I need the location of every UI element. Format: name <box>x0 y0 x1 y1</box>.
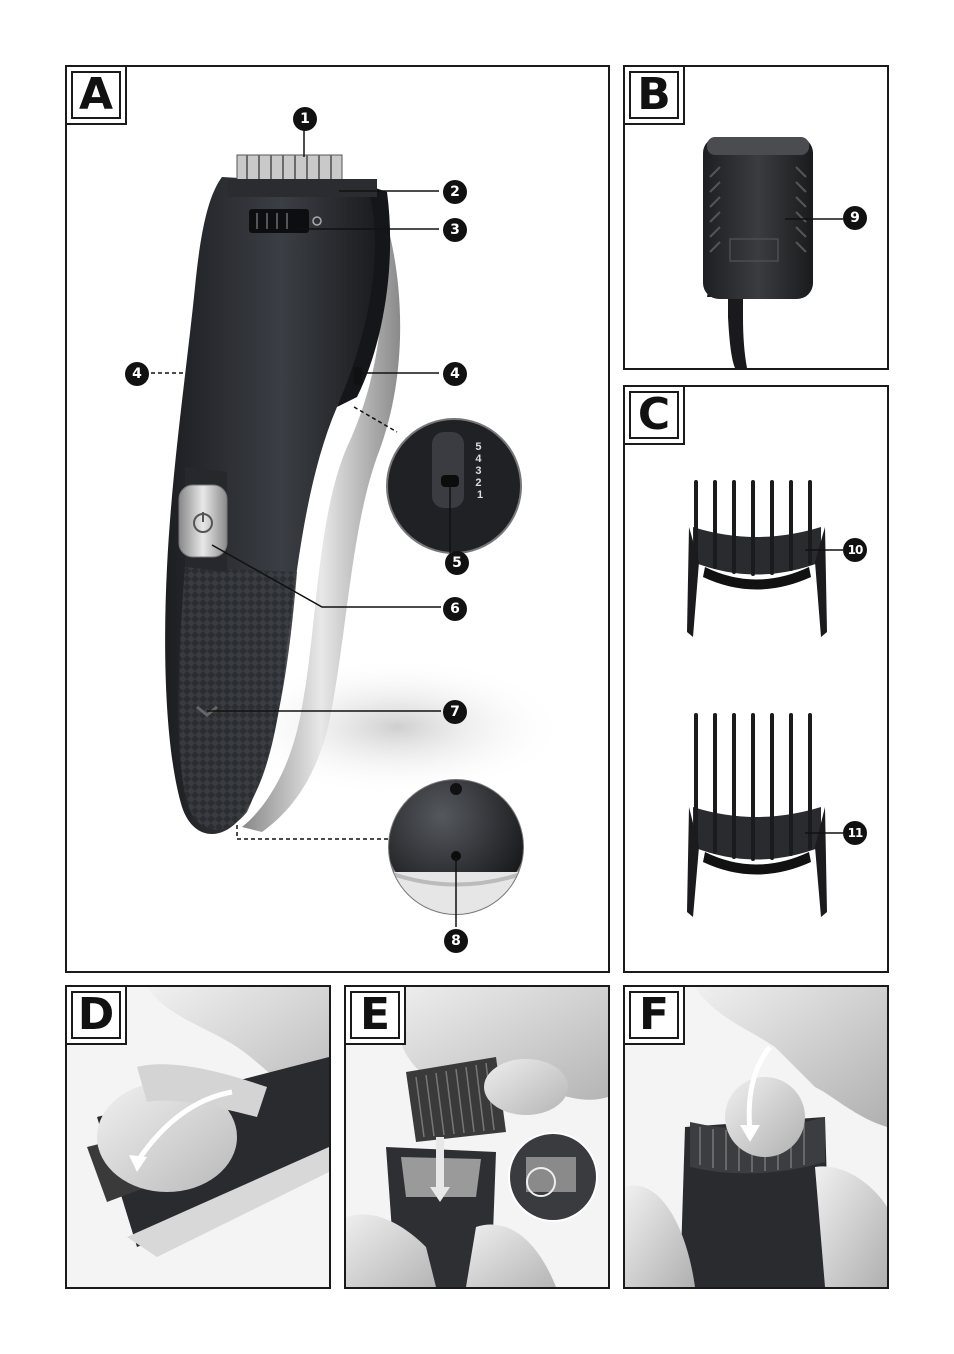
callout-9: 9 <box>843 206 867 230</box>
callout-3: 3 <box>443 218 467 242</box>
comb-attachment-10 <box>687 482 843 637</box>
panel-label-e: E <box>344 985 406 1045</box>
panel-label-d: D <box>65 985 127 1045</box>
panel-e: E <box>344 985 610 1289</box>
callout-8: 8 <box>444 929 468 953</box>
comb-attachments-illustration <box>625 387 887 971</box>
hair-clipper-illustration: 5 4 3 2 1 <box>67 67 608 971</box>
callout-1: 1 <box>293 107 317 131</box>
panel-c: C <box>623 385 889 973</box>
callout-4-left: 4 <box>125 362 149 386</box>
callout-7: 7 <box>443 700 467 724</box>
callout-2: 2 <box>443 180 467 204</box>
callout-4-right: 4 <box>443 362 467 386</box>
panel-b: B 9 <box>623 65 889 370</box>
panel-label-c: C <box>623 385 685 445</box>
callout-5: 5 <box>445 551 469 575</box>
panel-label-b: B <box>623 65 685 125</box>
callout-6: 6 <box>443 597 467 621</box>
panel-f: F <box>623 985 889 1289</box>
panel-label-f: F <box>623 985 685 1045</box>
panel-label-a: A <box>65 65 127 125</box>
panel-a: A <box>65 65 610 973</box>
comb-attachment-11 <box>687 715 843 917</box>
panel-d: D <box>65 985 331 1289</box>
callout-11: 11 <box>843 821 867 845</box>
callout-10: 10 <box>843 538 867 562</box>
